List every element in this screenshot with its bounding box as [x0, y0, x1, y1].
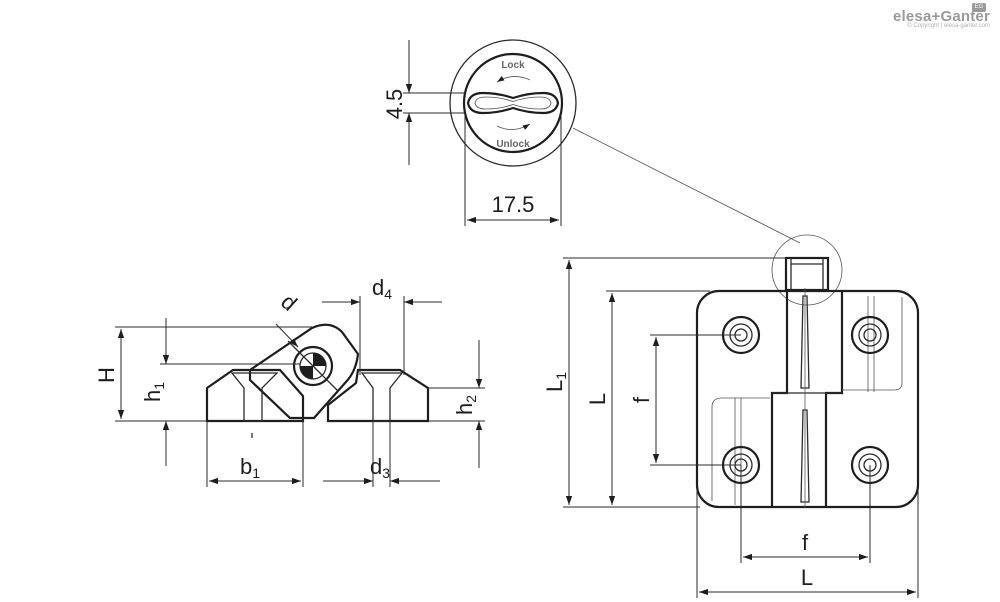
brand-copyright: © Copyright | elesa-ganter.com: [907, 23, 990, 29]
dim-h2: h2: [452, 395, 479, 415]
inner-line: [711, 397, 770, 501]
dim-f-horizontal: f: [802, 530, 809, 555]
dim-f-vertical: f: [629, 396, 654, 403]
brand-name: elesa+Ganter: [892, 8, 990, 25]
dim-h1: h1: [140, 382, 167, 402]
dim-H: H: [94, 367, 119, 383]
brand-badge-icon: EG: [972, 3, 986, 12]
screw-hole-top-right: [850, 315, 890, 355]
knuckle-left-edge: [770, 291, 789, 507]
dim-d3: d3: [370, 454, 390, 481]
lock-knob: [784, 256, 830, 292]
knob-slot-inner: [474, 96, 552, 110]
pin-slot-bottom: [800, 409, 810, 503]
knob-outline: [462, 52, 564, 154]
dim-b1: b1: [240, 454, 260, 481]
right-countersink-hole: [360, 372, 404, 422]
dim-L-vertical: L: [585, 393, 610, 405]
pin-quadrant: [300, 366, 313, 379]
pin-quadrant: [313, 353, 326, 366]
knob-slot: [466, 91, 560, 115]
dim-L-horizontal: L: [801, 565, 813, 590]
side-section-view: H h1 h2 b1 d3: [94, 275, 485, 487]
left-base-block: [205, 368, 305, 423]
hole-mid: [858, 323, 882, 347]
unlock-label: Unlock: [496, 139, 530, 150]
front-view: L1 L f f L: [542, 234, 920, 598]
knuckle-right-edge: [824, 291, 844, 507]
dim-line: [275, 323, 299, 348]
pin-slot-top: [800, 295, 810, 389]
left-countersink-hole: [230, 372, 279, 422]
dim-4-5: 4.5: [382, 89, 407, 120]
hole-outer: [850, 315, 890, 355]
hinge-arm: [248, 323, 360, 420]
unlock-arrow-icon: [496, 123, 531, 130]
dim-d: d: [276, 289, 302, 316]
detail-marker-circle: [771, 234, 843, 306]
pin-bore: [292, 345, 334, 387]
right-base-block: [326, 368, 430, 423]
pin-axis: [287, 340, 339, 392]
dim-d4: d4: [372, 275, 392, 302]
lock-arrow-icon: [496, 76, 531, 83]
hole-inner: [863, 328, 877, 342]
dim-17-5: 17.5: [492, 192, 535, 217]
detail-leader: [572, 127, 801, 244]
inner-line: [842, 297, 903, 391]
detail-circle: [449, 39, 577, 167]
hinge-plate: [695, 289, 920, 509]
lock-detail-view: Lock Unlock 4.5 17.5: [382, 39, 801, 244]
dim-L1: L1: [542, 372, 569, 392]
lock-label: Lock: [501, 60, 525, 71]
brand-logo: elesa+Ganter © Copyright | elesa-ganter.…: [860, 8, 990, 29]
